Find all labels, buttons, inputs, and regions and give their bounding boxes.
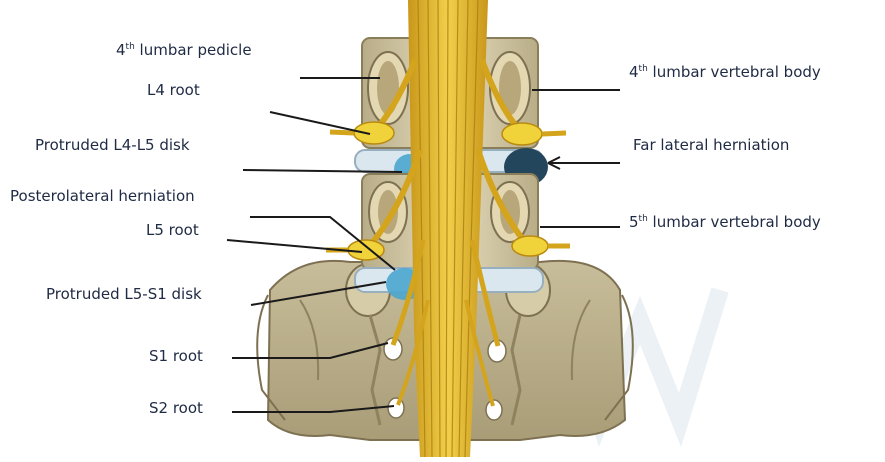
label-l5-vertebral-body: 5th lumbar vertebral body: [629, 210, 821, 231]
l5-ganglion-right: [512, 236, 548, 256]
label-l4-root: L4 root: [147, 81, 200, 99]
label-far-lateral-herniation: Far lateral herniation: [633, 136, 789, 154]
label-protruded-l4-l5-disk: Protruded L4-L5 disk: [35, 136, 190, 154]
label-protruded-l5-s1-disk: Protruded L5-S1 disk: [46, 285, 202, 303]
l4-ganglion-right: [502, 123, 542, 145]
l4-ganglion-left: [354, 122, 394, 144]
label-l4-pedicle: 4th lumbar pedicle: [116, 38, 252, 59]
leader-l5-root: [227, 240, 362, 252]
label-l4-vertebral-body: 4th lumbar vertebral body: [629, 60, 821, 81]
label-posterolateral-herniation: Posterolateral herniation: [10, 187, 195, 205]
leader-l4-root: [270, 112, 370, 134]
label-l5-root: L5 root: [146, 221, 199, 239]
label-s2-root: S2 root: [149, 399, 203, 417]
label-s1-root: S1 root: [149, 347, 203, 365]
